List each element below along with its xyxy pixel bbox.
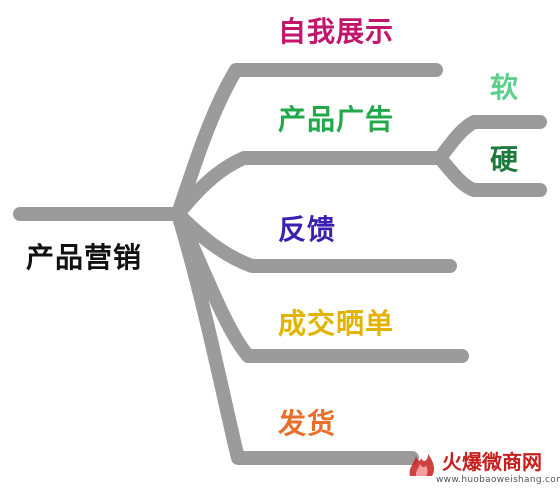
branch-label-shipping: 发货 bbox=[278, 407, 337, 440]
branch-line-self bbox=[171, 63, 443, 221]
subbranch-label-soft: 软 bbox=[490, 71, 520, 104]
root-node-label: 产品营销 bbox=[26, 241, 143, 274]
branch-label-feedback: 反馈 bbox=[278, 213, 337, 246]
branch-line-ship bbox=[171, 207, 419, 465]
branch-label-deal-showcase: 成交晒单 bbox=[278, 307, 395, 340]
branch-label-product-ad: 产品广告 bbox=[278, 103, 395, 136]
branch-line-ad bbox=[171, 151, 447, 221]
watermark-url: www.huobaoweishang.com bbox=[436, 475, 560, 485]
watermark: 火爆微商网 www.huobaoweishang.com bbox=[406, 448, 560, 488]
flame-logo-icon bbox=[409, 454, 435, 476]
subbranch-label-hard: 硬 bbox=[490, 143, 520, 176]
branch-label-self-display: 自我展示 bbox=[278, 15, 395, 48]
watermark-text: 火爆微商网 bbox=[442, 450, 542, 474]
subbranch-line-hard bbox=[433, 151, 547, 197]
